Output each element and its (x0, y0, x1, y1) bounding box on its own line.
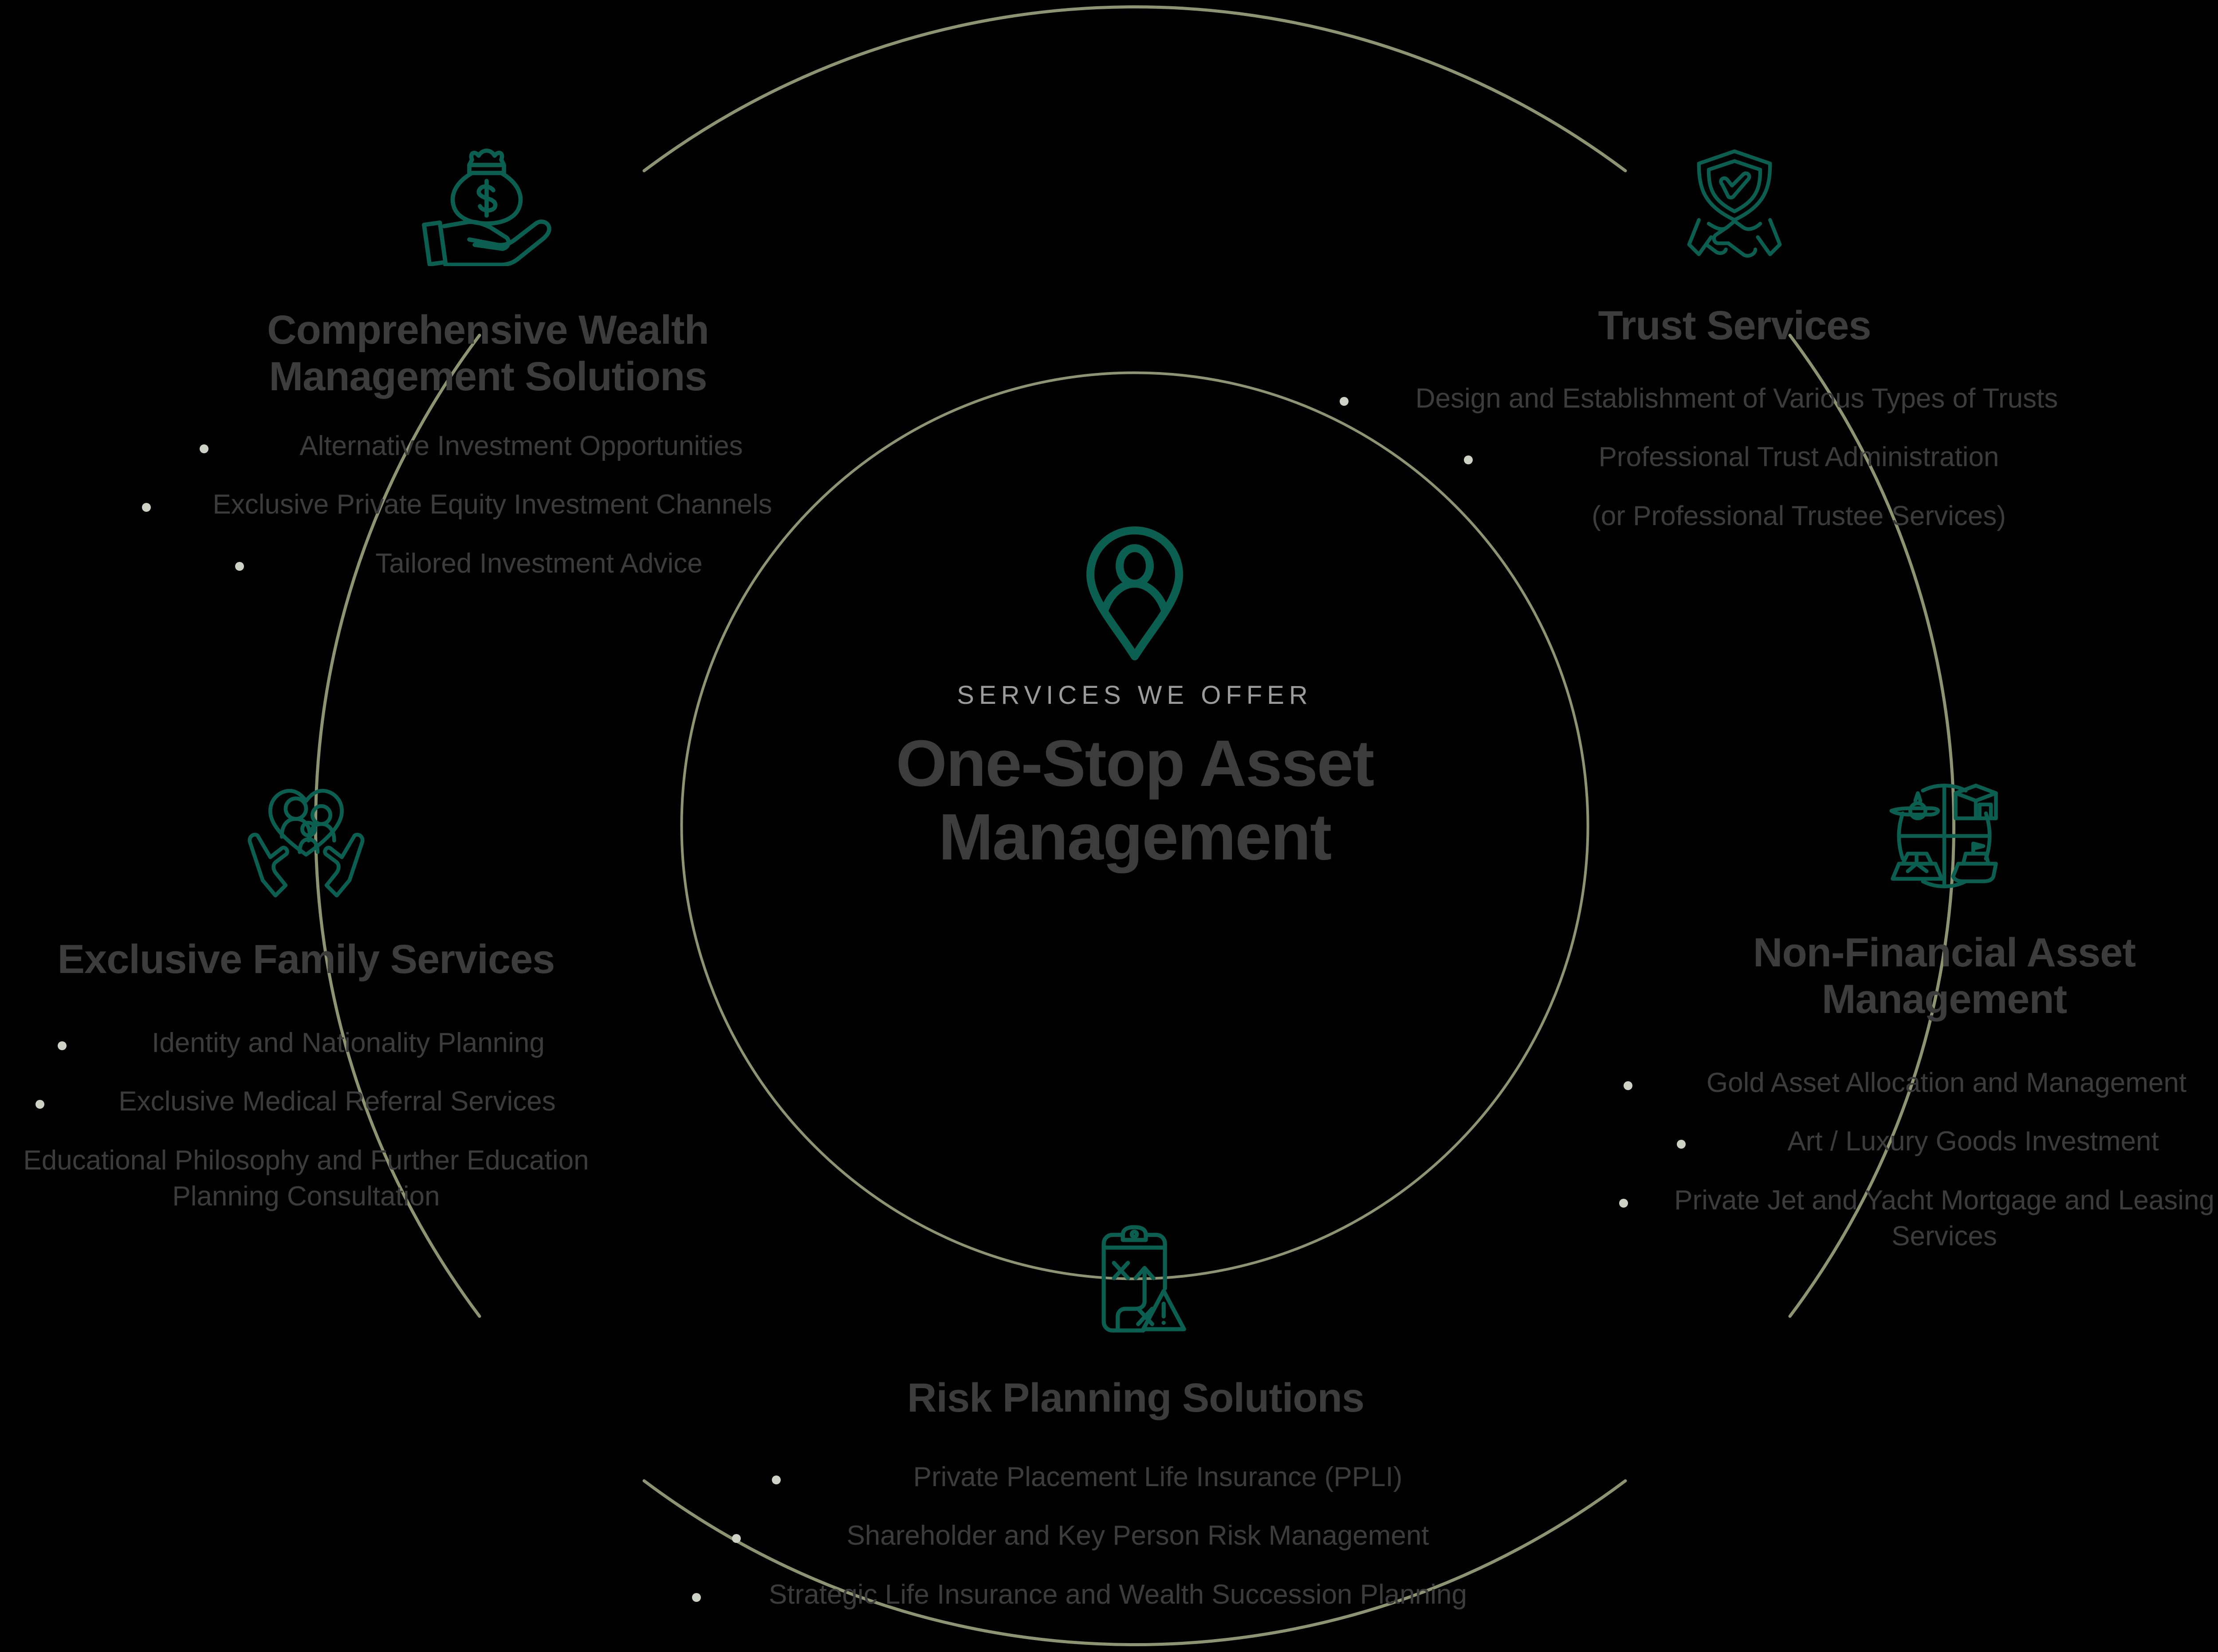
list-item: Private Jet and Yacht Mortgage and Leasi… (1619, 1183, 2218, 1254)
bullet-icon (772, 1475, 781, 1484)
service-node-title: Risk Planning Solutions (728, 1375, 1544, 1421)
bullet-icon (200, 444, 208, 453)
service-node-title-line2: Management Solutions (269, 353, 708, 399)
location-person-pin-icon (869, 523, 1401, 665)
center-title-line2: Management (938, 800, 1332, 874)
clipboard-strategy-warning-icon (728, 1224, 1544, 1335)
bullet-icon (1624, 1081, 1632, 1090)
service-node-title-line1: Exclusive Family Services (57, 937, 555, 982)
list-item: Gold Asset Allocation and Management (1624, 1065, 2218, 1101)
list-item: Design and Establishment of Various Type… (1340, 381, 2134, 417)
list-item: (or Professional Trustee Services) (1592, 501, 2006, 532)
bullet-icon (1340, 396, 1349, 406)
service-node-list: Design and Establishment of Various Type… (1335, 381, 2134, 534)
money-bag-in-hand-icon (133, 146, 843, 266)
service-node-title: Exclusive Family Services (0, 936, 639, 983)
bullet-icon (1677, 1140, 1686, 1149)
center-title: One-Stop Asset Management (869, 727, 1401, 874)
shield-handshake-icon (1335, 146, 2134, 262)
service-node-non-financial-asset-management[interactable]: Non-Financial Asset Management Gold Asse… (1619, 781, 2218, 1277)
service-node-title: Non-Financial Asset Management (1619, 930, 2218, 1023)
list-item: Exclusive Private Equity Investment Chan… (142, 487, 843, 523)
bullet-icon (732, 1534, 741, 1543)
list-item: Private Placement Life Insurance (PPLI) (772, 1460, 1544, 1495)
center-hub: SERVICES WE OFFER One-Stop Asset Managem… (869, 523, 1401, 874)
service-node-risk-planning-solutions[interactable]: Risk Planning Solutions Private Placemen… (692, 1224, 1544, 1636)
service-node-title-line1: Trust Services (1598, 303, 1871, 348)
bullet-icon (692, 1593, 701, 1602)
list-item: Identity and Nationality Planning (58, 1025, 639, 1061)
service-node-title-line1: Risk Planning Solutions (907, 1375, 1365, 1420)
list-item: Art / Luxury Goods Investment (1677, 1124, 2218, 1160)
center-title-line1: One-Stop Asset (896, 727, 1375, 800)
bullet-icon (1619, 1198, 1628, 1208)
service-node-comprehensive-wealth-management-solutions[interactable]: Comprehensive Wealth Management Solution… (133, 146, 843, 605)
service-node-title-line1: Non-Financial Asset (1753, 930, 2136, 975)
list-item: Shareholder and Key Person Risk Manageme… (732, 1518, 1544, 1554)
service-node-list: Private Placement Life Insurance (PPLI) … (692, 1460, 1544, 1613)
bullet-icon (1464, 455, 1473, 465)
service-node-title-line1: Comprehensive Wealth (267, 307, 709, 353)
list-item: Strategic Life Insurance and Wealth Succ… (692, 1577, 1544, 1613)
bullet-icon (58, 1041, 67, 1050)
service-node-title: Trust Services (1335, 302, 2134, 349)
bullet-icon (142, 503, 151, 512)
list-item: Educational Philosophy and Further Educa… (23, 1145, 589, 1212)
heart-family-in-hands-icon (0, 781, 639, 898)
bullet-icon (235, 561, 244, 571)
service-node-list: Gold Asset Allocation and Management Art… (1619, 1065, 2218, 1254)
bullet-icon (35, 1100, 44, 1109)
service-node-list: Identity and Nationality Planning Exclus… (0, 1025, 639, 1214)
service-node-list: Alternative Investment Opportunities Exc… (133, 428, 843, 582)
list-item: Professional Trust Administration (1464, 439, 2134, 475)
list-item: Alternative Investment Opportunities (200, 428, 843, 464)
service-node-title: Comprehensive Wealth Management Solution… (133, 307, 843, 400)
center-eyebrow: SERVICES WE OFFER (957, 681, 1313, 710)
list-item: Exclusive Medical Referral Services (35, 1084, 639, 1120)
service-node-exclusive-family-services[interactable]: Exclusive Family Services Identity and N… (0, 781, 639, 1237)
service-node-title-line2: Management (1821, 976, 2067, 1022)
service-node-trust-services[interactable]: Trust Services Design and Establishment … (1335, 146, 2134, 557)
list-item: Tailored Investment Advice (235, 546, 843, 582)
globe-assets-quadrant-icon (1619, 781, 2218, 891)
inner-arc-right (1454, 504, 1589, 1147)
